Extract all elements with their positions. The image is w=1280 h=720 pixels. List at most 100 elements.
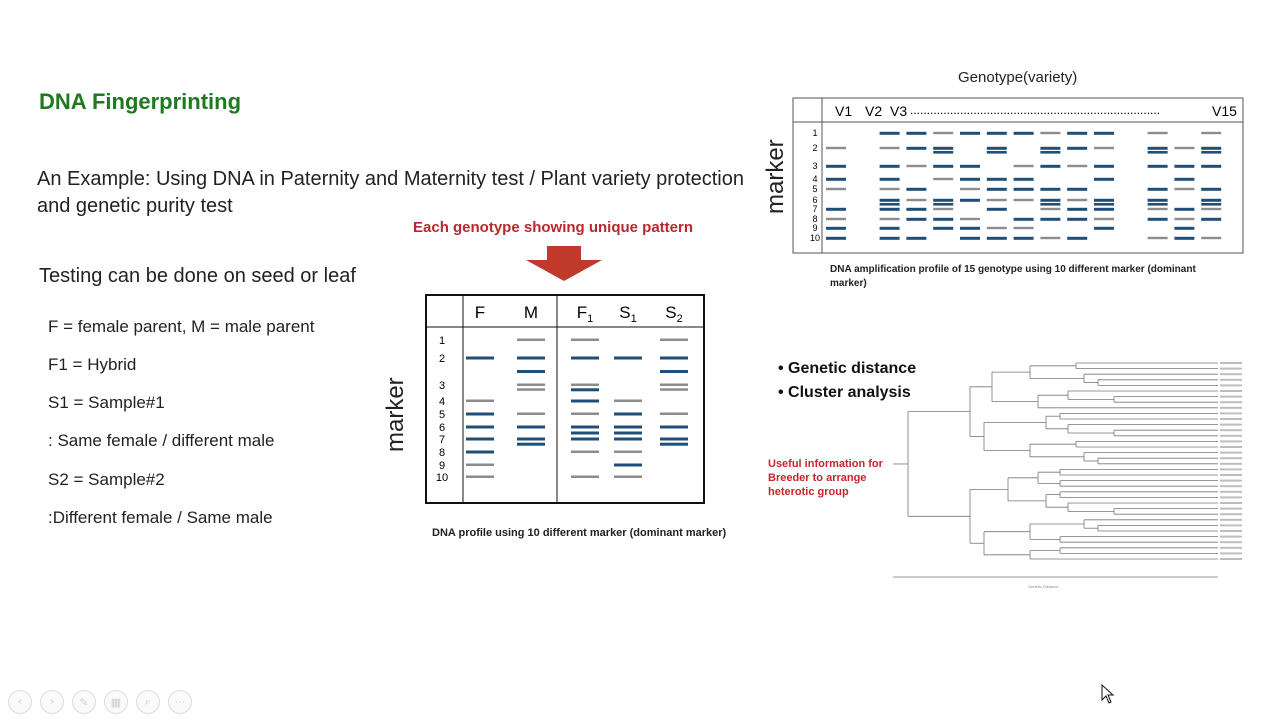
gel-band — [517, 383, 545, 386]
gel-band — [1040, 164, 1061, 168]
gel-band — [571, 450, 599, 453]
gel-band — [1094, 131, 1114, 135]
gel-band — [1094, 146, 1114, 150]
gel-band — [571, 412, 599, 415]
dendro-leaf-label — [1220, 373, 1242, 376]
center-marker-label: marker — [382, 377, 409, 452]
gel-band — [1147, 207, 1168, 211]
dendro-axis-caption: Genetic Distance — [1028, 584, 1059, 589]
gel-band — [960, 187, 980, 191]
gel-band — [517, 370, 545, 373]
dendro-leaf-label — [1220, 552, 1242, 555]
gel-band — [1040, 217, 1061, 221]
gel-band — [1067, 207, 1088, 211]
dendro-leaf-label — [1220, 479, 1242, 482]
dendro-leaf-label — [1220, 474, 1242, 476]
down-arrow-icon — [526, 246, 602, 281]
gel-band — [879, 236, 900, 240]
gel-band — [986, 198, 1007, 202]
row-label: 4 — [439, 396, 445, 408]
legend-line: : Same female / different male — [48, 431, 275, 450]
gel-band — [1201, 236, 1222, 240]
gel-band — [614, 425, 642, 429]
row-label: 8 — [812, 214, 817, 224]
gel-band — [1174, 146, 1195, 150]
gel-band — [960, 226, 980, 230]
gel-band — [1147, 187, 1168, 191]
gel-band — [906, 131, 927, 135]
gel-band — [614, 475, 642, 478]
gel-band — [1201, 217, 1222, 221]
gel-band — [466, 412, 494, 416]
gel-band — [517, 338, 545, 341]
dendro-leaf-label — [1220, 406, 1242, 409]
dendro-leaf-label — [1220, 401, 1242, 404]
gel-band — [1013, 164, 1034, 168]
zoom-icon[interactable]: ⌕ — [136, 690, 160, 714]
dendro-leaf-label — [1220, 440, 1242, 443]
genotype-gel-figure: V1 V2 V3 ...............................… — [792, 97, 1244, 254]
useful-info-text: Useful information for Breeder to arrang… — [768, 458, 883, 498]
gel-band — [933, 164, 954, 168]
gel-band — [986, 151, 1007, 154]
dendro-leaf-label — [1220, 502, 1242, 504]
dendro-leaf-label — [1220, 530, 1242, 532]
gel-band — [826, 177, 846, 181]
gel-band — [1094, 177, 1114, 181]
gel-band — [1147, 131, 1168, 135]
gel-band — [879, 146, 900, 150]
gel-band — [879, 203, 900, 206]
genotype-gel-caption: DNA amplification profile of 15 genotype… — [830, 264, 1196, 289]
gel-band — [571, 356, 599, 360]
gel-band — [1201, 151, 1222, 154]
gel-band — [517, 442, 545, 446]
gel-band — [1013, 198, 1034, 202]
gel-band — [1067, 236, 1088, 240]
gel-band — [1201, 207, 1222, 211]
legend-line: F1 = Hybrid — [48, 355, 137, 374]
dendro-leaf-label — [1220, 423, 1242, 426]
slides-icon[interactable]: ▦ — [104, 690, 128, 714]
pen-icon[interactable]: ✎ — [72, 690, 96, 714]
gel-band — [1067, 164, 1088, 168]
dendro-leaf-label — [1220, 429, 1242, 432]
gel-band — [571, 399, 599, 403]
gel-band — [517, 388, 545, 391]
row-label: 3 — [812, 161, 817, 171]
gel-band — [517, 412, 545, 415]
gel-band — [466, 437, 494, 441]
gel-band — [906, 236, 927, 240]
gel-band — [826, 164, 846, 168]
gel-band — [879, 198, 900, 202]
gel-band — [879, 207, 900, 211]
gel-band — [614, 431, 642, 435]
gel-band — [571, 425, 599, 429]
prev-icon[interactable]: ‹ — [8, 690, 32, 714]
dendro-leaf-label — [1220, 390, 1242, 392]
gel-band — [879, 131, 900, 135]
row-label: 3 — [439, 380, 445, 392]
header-v2: V2 — [865, 103, 882, 119]
gel-band — [933, 177, 954, 181]
row-label: 2 — [812, 143, 817, 153]
gel-band — [1201, 187, 1222, 191]
gel-band — [933, 198, 954, 202]
gel-band — [466, 425, 494, 429]
more-icon[interactable]: ··· — [168, 690, 192, 714]
bullet-genetic-distance: • Genetic distance — [778, 360, 917, 377]
gel-band — [1040, 146, 1061, 150]
gel-band — [1174, 236, 1195, 240]
gel-band — [906, 187, 927, 191]
gel-band — [1201, 146, 1222, 150]
next-icon[interactable]: › — [40, 690, 64, 714]
dendro-leaf-label — [1220, 490, 1242, 493]
gel-band — [960, 236, 980, 240]
gel-band — [1147, 164, 1168, 168]
gel-band — [826, 226, 846, 230]
unique-pattern-caption: Each genotype showing unique pattern — [413, 219, 694, 236]
gel-band — [1040, 131, 1061, 135]
gel-band — [1067, 198, 1088, 202]
gel-band — [660, 356, 688, 360]
dendro-leaf-label — [1220, 457, 1242, 460]
gel-band — [614, 437, 642, 441]
